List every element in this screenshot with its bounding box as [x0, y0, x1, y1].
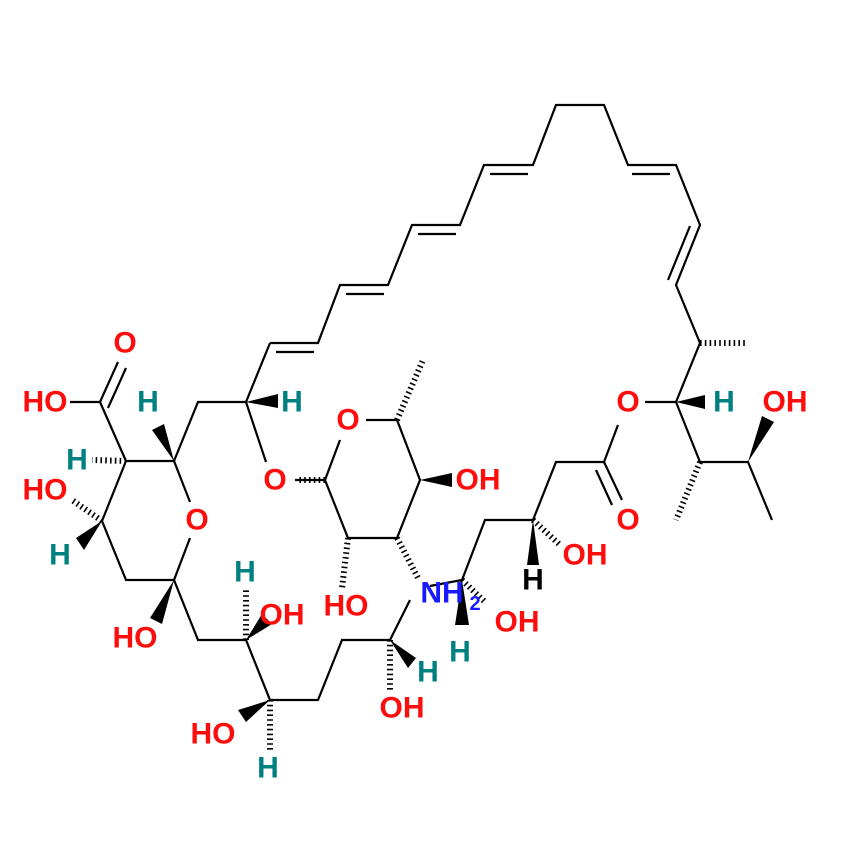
- atom-label: HO: [23, 386, 68, 419]
- atom-label: H: [137, 386, 159, 419]
- wedge-bonds: [76, 394, 774, 722]
- atom-label: OH: [380, 692, 425, 725]
- atom-label: HO: [191, 718, 236, 751]
- atom-label: HO: [113, 622, 158, 655]
- atom-label: O: [616, 386, 639, 419]
- atom-label: H: [281, 386, 303, 419]
- atom-label: O: [113, 327, 136, 360]
- atom-label: H: [522, 564, 544, 597]
- atom-label: H: [449, 636, 471, 669]
- atom-label: OH: [495, 606, 540, 639]
- hashed-bonds: [70, 340, 748, 752]
- atom-labels: O HO H H HO O H HO H O O OH HO H OH HO H…: [23, 327, 808, 785]
- atom-label: O: [263, 464, 286, 497]
- atom-label: O: [336, 404, 359, 437]
- atom-label: H: [66, 444, 88, 477]
- atom-label: O: [185, 504, 208, 537]
- atom-label: HO: [23, 474, 68, 507]
- atom-label-subscript: 2: [469, 593, 480, 615]
- atom-label: HO: [324, 590, 369, 623]
- atom-label: H: [234, 556, 256, 589]
- atom-label: OH: [763, 386, 808, 419]
- atom-label: OH: [563, 539, 608, 572]
- atom-label: H: [713, 386, 735, 419]
- bonds: [70, 103, 774, 702]
- atom-label: H: [417, 656, 439, 689]
- atom-label: OH: [456, 464, 501, 497]
- atom-label: H: [49, 539, 71, 572]
- atom-label: OH: [260, 599, 305, 632]
- atom-label: NH: [420, 577, 463, 610]
- atom-label: O: [616, 504, 639, 537]
- atom-label: H: [257, 752, 279, 785]
